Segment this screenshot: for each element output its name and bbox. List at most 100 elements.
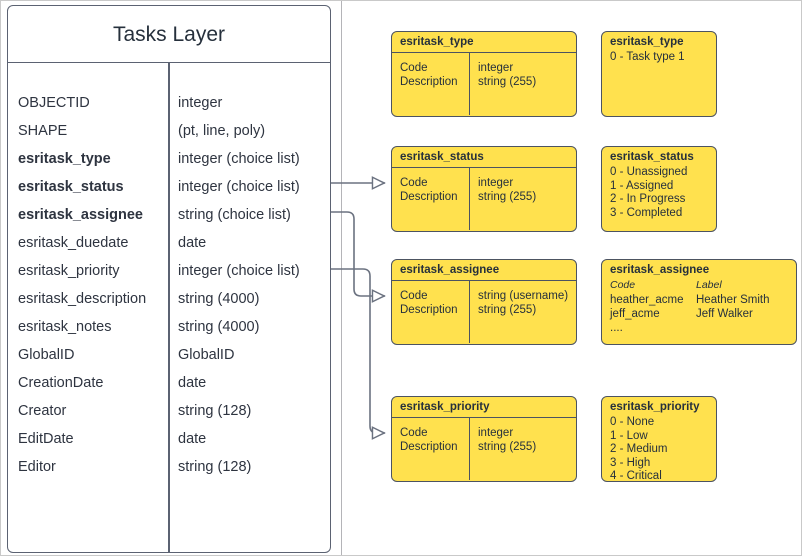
- field-row: esritask_priority integer (choice list): [8, 257, 330, 285]
- value-code: jeff_acme: [610, 307, 660, 320]
- schema-type-column: integer string (255): [470, 168, 576, 230]
- field-name: Creator: [18, 403, 67, 419]
- field-name: esritask_status: [18, 179, 124, 195]
- schema-type-column: integer string (255): [470, 418, 576, 480]
- value-line: 4 - Critical: [610, 470, 662, 482]
- schema-field: Description: [400, 441, 458, 453]
- value-label: Jeff Walker: [696, 307, 753, 320]
- values-rows: heather_acme Heather Smith jeff_acme Jeff W…: [610, 293, 796, 335]
- value-line: 1 - Assigned: [610, 179, 674, 192]
- field-row: esritask_description string (4000): [8, 285, 330, 313]
- values-title: esritask_type: [610, 36, 684, 48]
- field-name: esritask_notes: [18, 319, 112, 335]
- field-row: esritask_notes string (4000): [8, 313, 330, 341]
- schema-type: integer: [478, 177, 514, 189]
- field-name: esritask_duedate: [18, 235, 129, 251]
- field-name: CreationDate: [18, 375, 104, 391]
- field-name: esritask_type: [18, 151, 111, 167]
- field-type: string (4000): [178, 291, 260, 307]
- connector-assignee: [331, 211, 385, 296]
- schema-type-column: string (username) string (255): [470, 281, 576, 343]
- schema-field-column: Code Description: [392, 281, 470, 343]
- values-title: esritask_priority: [610, 401, 700, 413]
- schema-field: Description: [400, 304, 458, 316]
- field-name: esritask_assignee: [18, 207, 143, 223]
- schema-body: Code Description string (username) strin…: [392, 281, 576, 343]
- field-row: EditDate date: [8, 425, 330, 453]
- schema-body: Code Description integer string (255): [392, 53, 576, 115]
- field-row: Editor string (128): [8, 453, 330, 481]
- schema-type: string (username): [478, 290, 569, 302]
- schema-type-column: integer string (255): [470, 53, 576, 115]
- field-row: esritask_type integer (choice list): [8, 145, 330, 173]
- value-line: 0 - Task type 1: [610, 51, 685, 63]
- value-line: 0 - Unassigned: [610, 166, 688, 178]
- value-line: 2 - Medium: [610, 443, 668, 455]
- schema-field-column: Code Description: [392, 53, 470, 115]
- field-type: string (128): [178, 459, 252, 475]
- schema-type: integer: [478, 62, 514, 74]
- schema-type: string (255): [478, 191, 537, 203]
- field-name: esritask_priority: [18, 263, 120, 279]
- values-title: esritask_assignee: [610, 264, 710, 276]
- field-name: esritask_description: [18, 291, 147, 307]
- schema-title: esritask_priority: [392, 397, 576, 418]
- schema-field-column: Code Description: [392, 168, 470, 230]
- connector-priority: [331, 268, 385, 433]
- values-header-code: Code: [610, 279, 636, 291]
- schema-type: string (255): [478, 76, 537, 88]
- column-divider: [168, 63, 170, 552]
- schema-field: Code: [400, 62, 428, 74]
- schema-type: integer: [478, 427, 514, 439]
- field-type: string (4000): [178, 319, 260, 335]
- field-name: SHAPE: [18, 123, 68, 139]
- schema-body: Code Description integer string (255): [392, 418, 576, 480]
- values-list: Code Label heather_acme Heather Smith jeff…: [602, 279, 796, 335]
- field-type: date: [178, 375, 207, 391]
- field-row: OBJECTID integer: [8, 89, 330, 117]
- value-code: ....: [610, 321, 623, 334]
- field-type: integer: [178, 95, 223, 111]
- field-name: GlobalID: [18, 347, 75, 363]
- values-list: 0 - Task type 1: [602, 51, 716, 65]
- field-name: EditDate: [18, 431, 74, 447]
- value-line: 2 - In Progress: [610, 193, 686, 205]
- value-label: Heather Smith: [696, 293, 770, 306]
- schema-type: string (255): [478, 441, 537, 453]
- schema-title: esritask_type: [392, 32, 576, 53]
- field-row: SHAPE (pt, line, poly): [8, 117, 330, 145]
- schema-field: Description: [400, 191, 458, 203]
- schema-box-esritask-assignee: esritask_assignee Code Description strin…: [391, 259, 577, 345]
- field-type: date: [178, 431, 207, 447]
- field-row: GlobalID GlobalID: [8, 341, 330, 369]
- schema-type: string (255): [478, 304, 537, 316]
- field-name: OBJECTID: [18, 95, 90, 111]
- schema-field: Code: [400, 290, 428, 302]
- field-type: GlobalID: [178, 347, 235, 363]
- field-type: (pt, line, poly): [178, 123, 266, 139]
- field-row: CreationDate date: [8, 369, 330, 397]
- field-type: integer (choice list): [178, 151, 300, 167]
- field-name: Editor: [18, 459, 56, 475]
- values-header-label: Label: [696, 279, 722, 291]
- field-type: string (choice list): [178, 207, 291, 223]
- field-row: esritask_assignee string (choice list): [8, 201, 330, 229]
- values-header-row: Code Label: [610, 279, 796, 293]
- schema-title: esritask_assignee: [392, 260, 576, 281]
- value-row: ....: [610, 321, 796, 335]
- value-line: 3 - Completed: [610, 206, 683, 219]
- field-type: string (128): [178, 403, 252, 419]
- field-type: integer (choice list): [178, 263, 300, 279]
- value-code: heather_acme: [610, 293, 684, 306]
- schema-field: Code: [400, 177, 428, 189]
- value-row: heather_acme Heather Smith: [610, 293, 796, 307]
- value-line: 3 - High: [610, 456, 651, 469]
